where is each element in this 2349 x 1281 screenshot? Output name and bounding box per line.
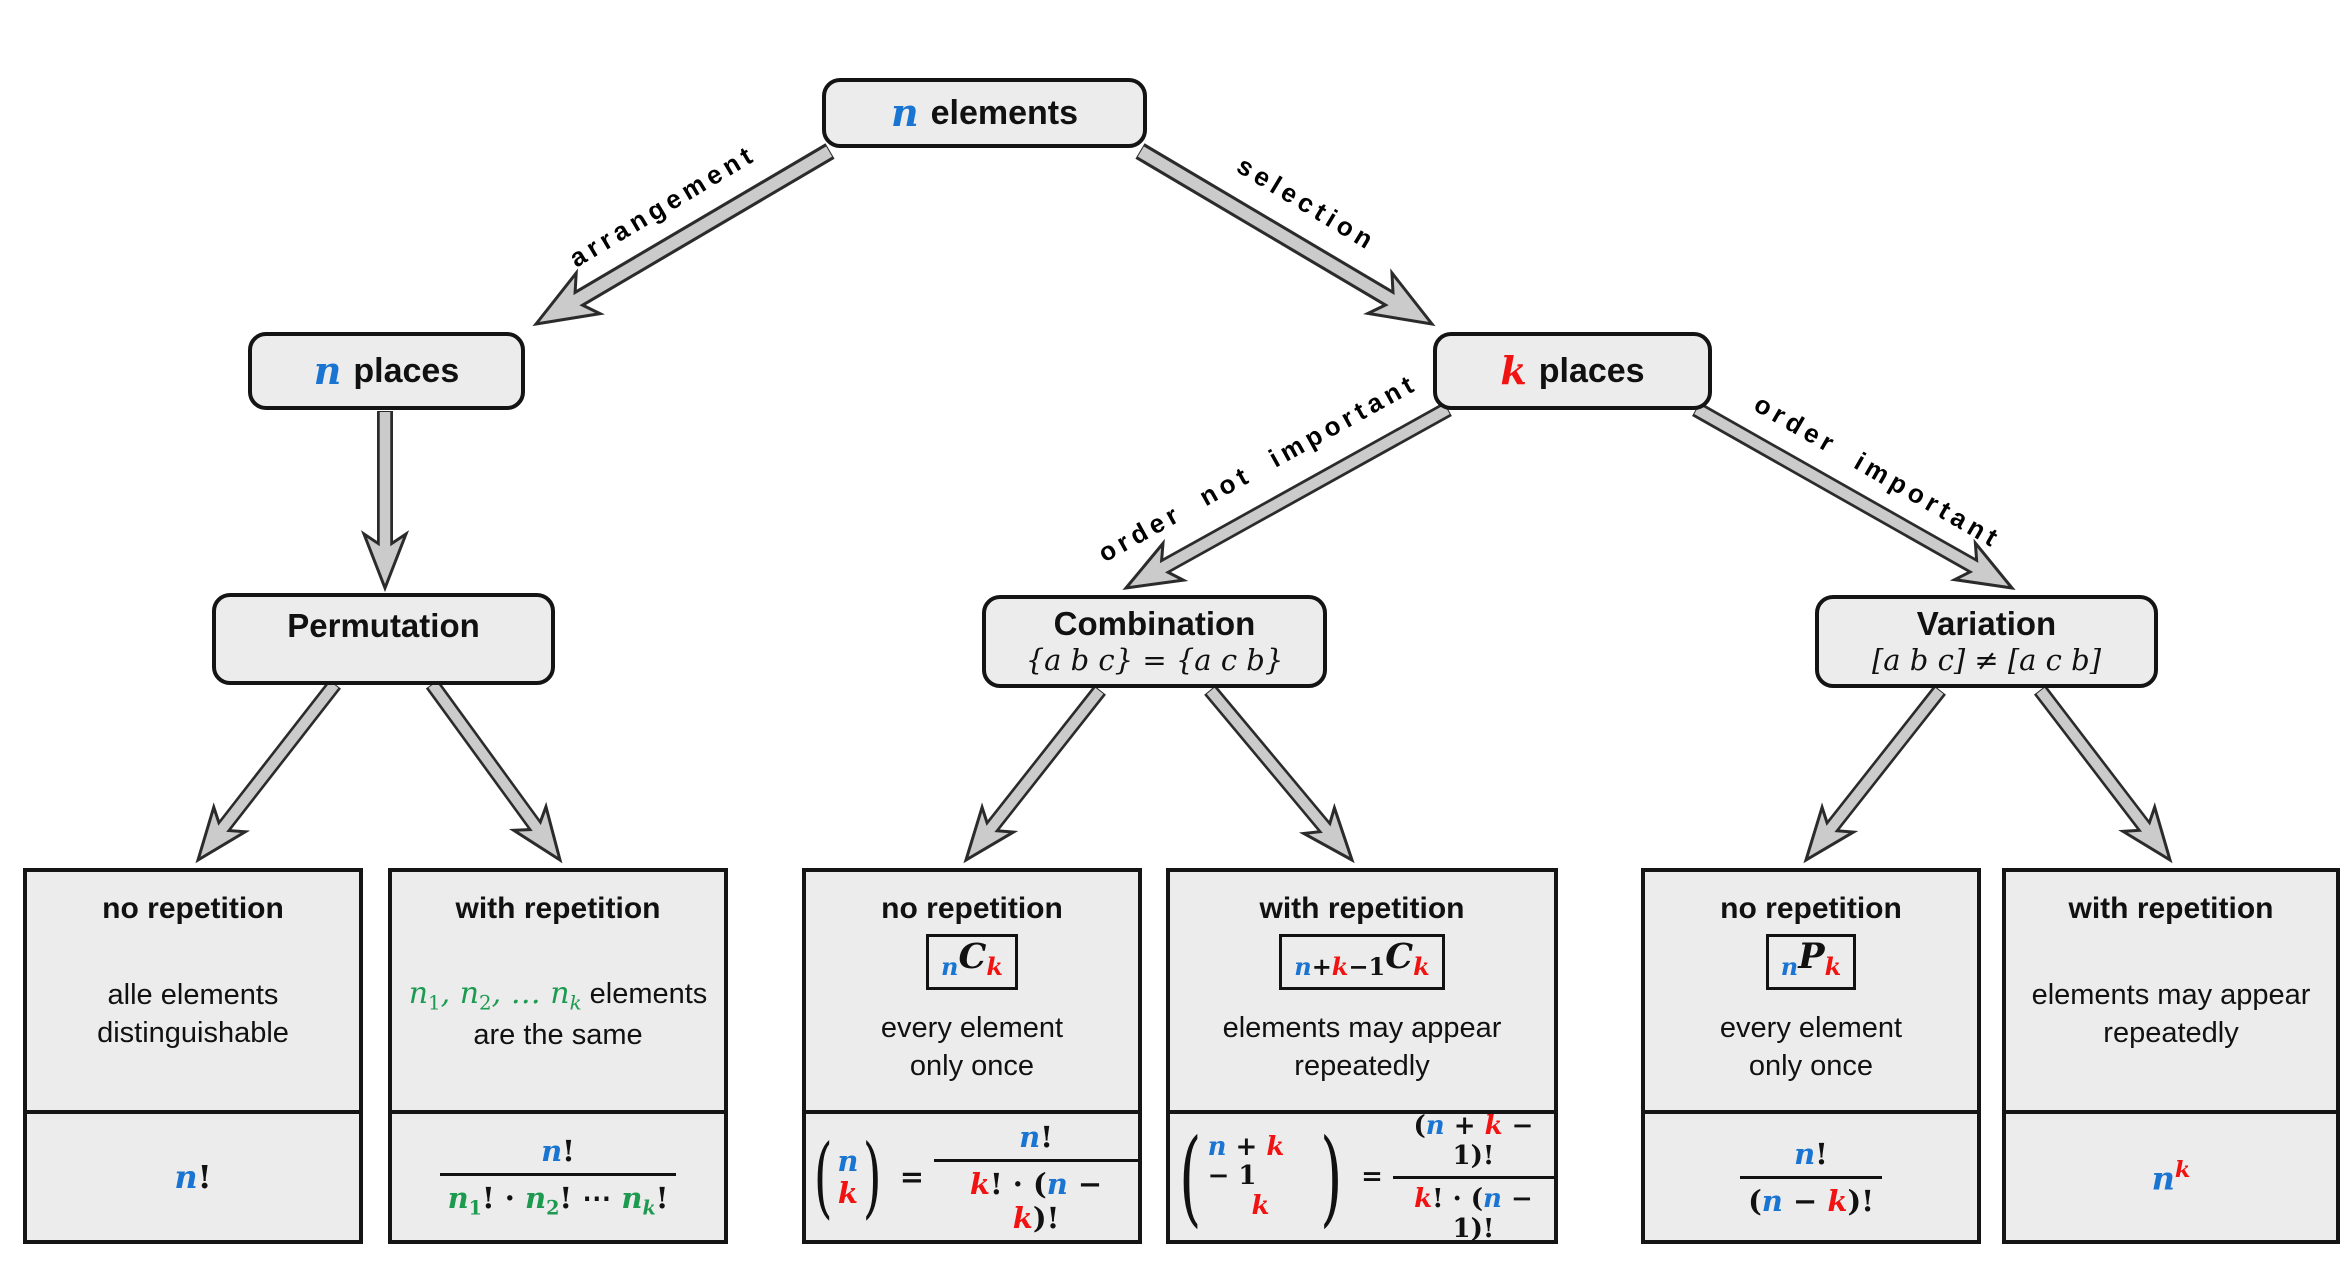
- leaf-variation-no-repetition: no repetition nPk every element only onc…: [1641, 868, 1981, 1244]
- variation-example: [a b c] ≠ [a c b]: [1871, 642, 2102, 677]
- leaf-title: no repetition: [1720, 892, 1902, 925]
- node-k-places-label: places: [1538, 352, 1645, 390]
- variation-title: Variation: [1916, 604, 2057, 642]
- leaf-permutation-with-repetition: with repetition n1, n2, … nk elements ar…: [388, 868, 728, 1244]
- node-n-elements-label: elements: [930, 94, 1079, 132]
- var-n: n: [890, 90, 919, 135]
- formula-n-factorial: n!: [27, 1110, 359, 1240]
- leaf-title: no repetition: [881, 892, 1063, 925]
- var-k: k: [1500, 348, 1527, 393]
- leaf-title: no repetition: [102, 892, 284, 925]
- formula-n-to-the-k: nk: [2006, 1110, 2336, 1240]
- leaf-description: every element only once: [880, 1011, 1064, 1082]
- edge-label-arrangement: arrangement: [563, 137, 762, 274]
- leaf-description: alle elements distinguishable: [97, 978, 289, 1049]
- leaf-combination-no-repetition: no repetition nCk every element only onc…: [802, 868, 1142, 1244]
- formula-n-factorial-over-n-minus-k-factorial: n! (n − k)!: [1645, 1110, 1977, 1240]
- leaf-variation-with-repetition: with repetition elements may appear repe…: [2002, 868, 2340, 1244]
- symbol-n-plus-k-minus-1-C-k: n+k−1Ck: [1279, 934, 1445, 990]
- leaf-permutation-no-repetition: no repetition alle elements distinguisha…: [23, 868, 363, 1244]
- node-n-places-label: places: [353, 352, 460, 390]
- symbol-nCk: nCk: [926, 934, 1018, 990]
- leaf-description: every element only once: [1719, 1011, 1903, 1082]
- leaf-title: with repetition: [455, 892, 661, 925]
- leaf-description: elements may appear repeatedly: [1222, 1011, 1502, 1082]
- leaf-combination-with-repetition: with repetition n+k−1Ck elements may app…: [1166, 868, 1558, 1244]
- edge-label-selection: selection: [1231, 150, 1383, 258]
- node-variation: Variation [a b c] ≠ [a c b]: [1815, 595, 2158, 688]
- edge-label-order-not-important: order not important: [1092, 367, 1423, 569]
- edge-label-order-important: order important: [1749, 388, 2008, 555]
- formula-n-factorial-over-repeats: n! n1! · n2! ⋯ nk!: [392, 1110, 724, 1240]
- leaf-description: n1, n2, … nk elements are the same: [408, 975, 708, 1052]
- node-permutation: Permutation: [212, 593, 555, 685]
- combination-example: {a b c} = {a c b}: [1025, 642, 1284, 677]
- combination-title: Combination: [1053, 604, 1256, 642]
- var-n: n: [313, 348, 342, 393]
- symbol-nPk: nPk: [1765, 934, 1857, 990]
- node-combination: Combination {a b c} = {a c b}: [982, 595, 1327, 688]
- leaf-title: with repetition: [1259, 892, 1465, 925]
- leaf-description: elements may appear repeatedly: [2031, 978, 2311, 1049]
- leaf-title: with repetition: [2068, 892, 2274, 925]
- node-n-elements: n elements: [822, 78, 1147, 148]
- permutation-title: Permutation: [287, 606, 480, 644]
